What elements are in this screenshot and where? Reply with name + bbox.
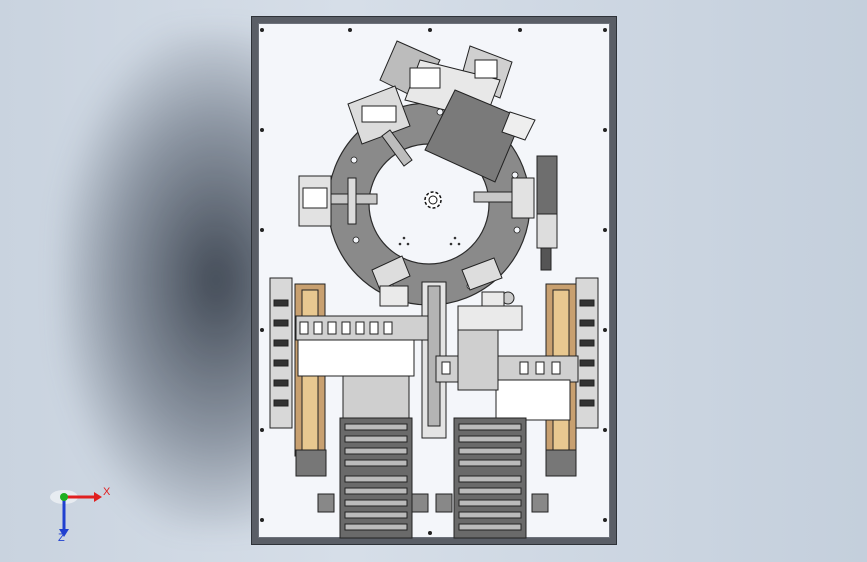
x-axis-label: X: [103, 486, 111, 498]
transfer-right: [435, 305, 579, 421]
top-tilted-module: [379, 40, 536, 183]
station-left: [298, 175, 378, 227]
station-lower-right: [461, 257, 515, 309]
bottom-brackets: [317, 493, 549, 513]
tray-stack-right: [453, 417, 527, 539]
station-upper-left: [347, 85, 413, 167]
station-right: [473, 155, 558, 271]
z-axis-label: Z: [58, 532, 65, 544]
rotary-indexing-table: [327, 102, 531, 306]
conveyor-left: [269, 277, 327, 477]
station-lower-left: [371, 255, 411, 307]
tray-stack-left: [339, 417, 413, 539]
y-axis-marker: [60, 493, 68, 501]
orientation-triad: X Z: [50, 484, 120, 544]
